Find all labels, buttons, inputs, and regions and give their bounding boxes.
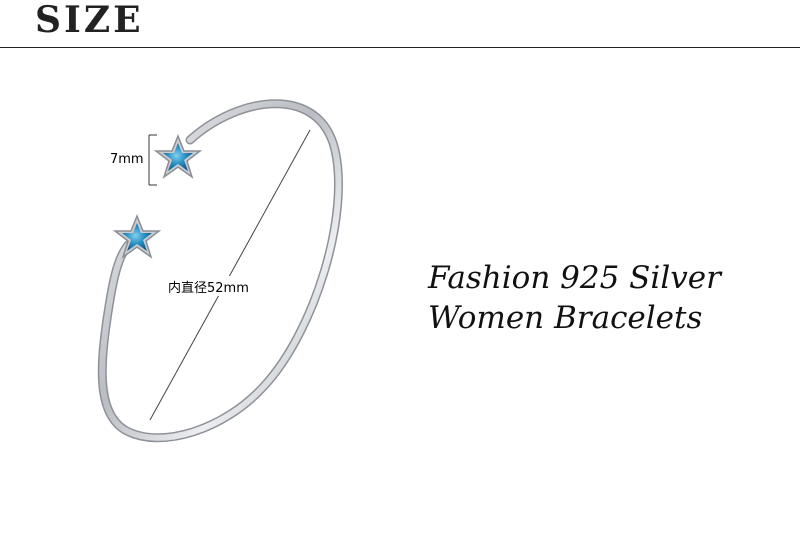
bracelet-photo: 7mm 内直径52mm: [97, 99, 343, 443]
product-title-line2: Women Bracelets: [428, 300, 703, 336]
diameter-label-bg: [166, 276, 278, 296]
star-size-label: 7mm: [110, 152, 144, 167]
product-title-line1: Fashion 925 Silver: [428, 260, 721, 296]
inner-diameter-label: 内直径52mm: [168, 280, 249, 296]
bangle: [97, 99, 343, 443]
inner-diameter-line: [149, 129, 311, 421]
product-title: Fashion 925 Silver Women Bracelets: [428, 258, 721, 338]
star-charm-upper: [153, 133, 203, 179]
star-charm-lower: [112, 213, 162, 259]
size-heading: SIZE: [35, 0, 144, 41]
star-size-bracket: [148, 134, 157, 186]
header-divider: [0, 47, 800, 48]
